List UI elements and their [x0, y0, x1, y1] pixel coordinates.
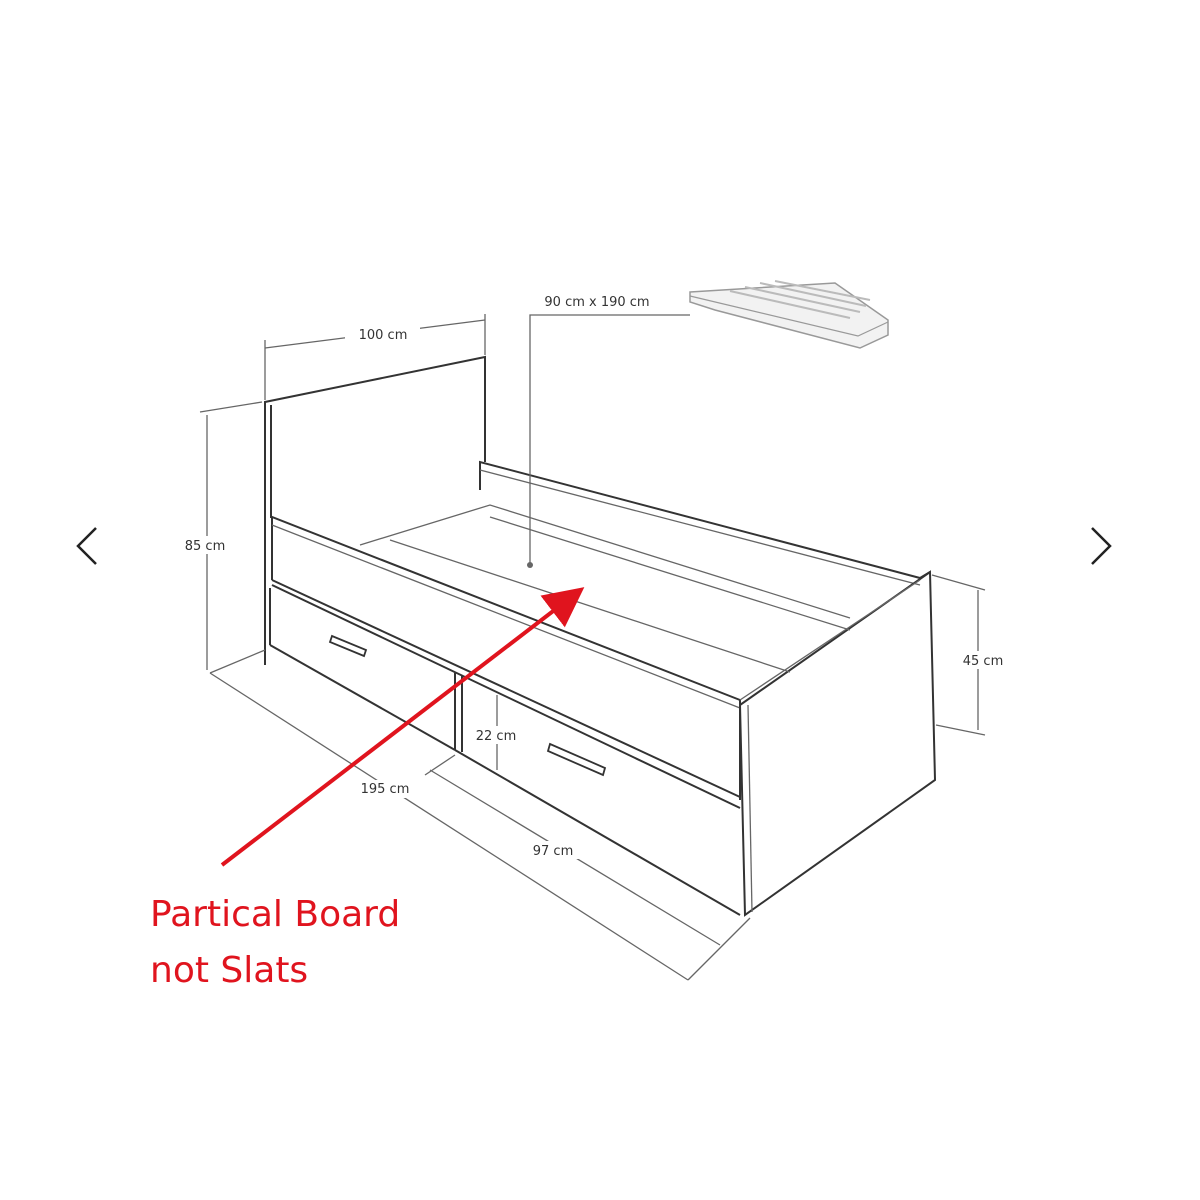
annotation-arrow [220, 587, 585, 867]
next-image-button[interactable] [1091, 527, 1112, 565]
bed-frame [264, 355, 937, 917]
bed-height-label: 45 cm [963, 654, 1004, 669]
drawer-handle [546, 742, 607, 777]
annotation-line-1: Partical Board [150, 894, 400, 935]
annotation-line-2: not Slats [150, 950, 308, 991]
prev-image-button[interactable] [76, 527, 97, 565]
mattress-icon [689, 280, 889, 349]
chevron-left-icon [76, 527, 97, 565]
drawer-height-label: 22 cm [476, 729, 517, 744]
headboard-height-label: 85 cm [185, 539, 226, 554]
headboard-width-label: 100 cm [359, 328, 408, 343]
bed-length-label: 195 cm [361, 782, 410, 797]
drawer-handle [328, 634, 368, 658]
chevron-right-icon [1091, 527, 1112, 565]
drawer-length-label: 97 cm [533, 844, 574, 859]
mattress-size-label: 90 cm x 190 cm [544, 295, 649, 310]
dimension-lines [199, 314, 986, 981]
